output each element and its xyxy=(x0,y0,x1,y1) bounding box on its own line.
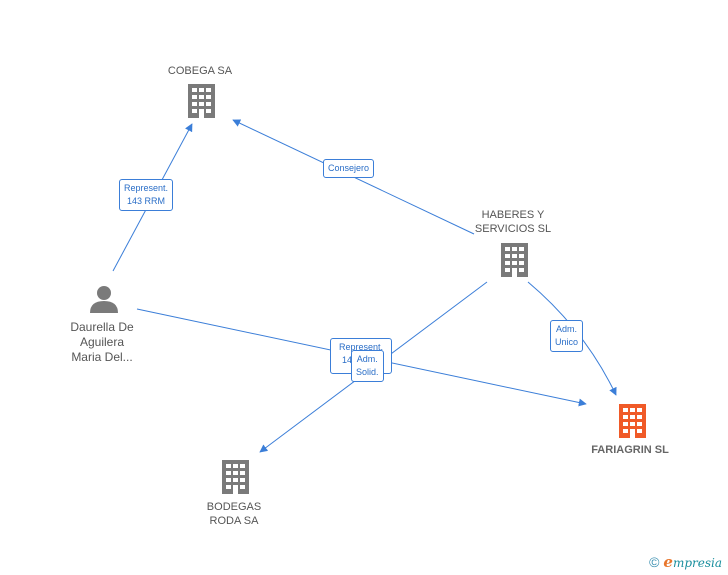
node-label-bodegas[interactable]: BODEGAS RODA SA xyxy=(174,500,294,528)
node-name: FARIAGRIN SL xyxy=(591,444,669,456)
node-label-daurella[interactable]: Daurella De Aguilera Maria Del... xyxy=(42,320,162,365)
edge-label-line: Consejero xyxy=(328,163,370,173)
building-icon[interactable] xyxy=(501,243,528,277)
edge-label-consejero[interactable]: Consejero xyxy=(323,159,375,178)
node-label-haberes[interactable]: HABERES Y SERVICIOS SL xyxy=(453,208,573,236)
node-label-fariagrin[interactable]: FARIAGRIN SL xyxy=(570,443,690,457)
building-icon-highlight[interactable] xyxy=(619,404,646,438)
node-name-line: Daurella De xyxy=(70,320,134,334)
edge-label-line: Adm. xyxy=(556,324,578,334)
edge-label-adm-solid[interactable]: Adm. Solid. xyxy=(351,350,384,382)
node-name-line: HABERES Y xyxy=(481,209,545,221)
edge-label-line: 143 RRM xyxy=(127,196,166,206)
brand-rest: mpresia xyxy=(672,556,722,570)
node-name: COBEGA SA xyxy=(167,65,233,77)
node-name-line: RODA SA xyxy=(209,515,259,527)
edge-label-line: Solid. xyxy=(356,367,379,377)
node-name-line: Aguilera xyxy=(79,335,125,349)
node-label-cobega[interactable]: COBEGA SA xyxy=(140,64,260,78)
copyright-icon: © xyxy=(649,554,660,570)
node-name-line: Maria Del... xyxy=(71,350,133,364)
node-name-line: SERVICIOS SL xyxy=(474,223,552,235)
node-name-line: BODEGAS xyxy=(206,501,262,513)
building-icon[interactable] xyxy=(222,460,249,494)
building-icon[interactable] xyxy=(188,84,215,118)
person-icon[interactable] xyxy=(90,286,118,313)
edge-label-represent[interactable]: Represent. 143 RRM xyxy=(119,179,174,211)
edge-label-line: Adm. xyxy=(356,354,378,364)
edge-label-line: Represent. xyxy=(338,342,384,352)
brand-logo[interactable]: empresia xyxy=(663,553,722,571)
edge-label-adm-unico[interactable]: Adm. Unico xyxy=(550,320,584,352)
edge-label-line: Unico xyxy=(555,337,579,347)
brand-initial: e xyxy=(663,553,673,571)
edge-label-line: Represent. xyxy=(124,183,169,193)
copyright-footer: © empresia xyxy=(649,553,722,571)
